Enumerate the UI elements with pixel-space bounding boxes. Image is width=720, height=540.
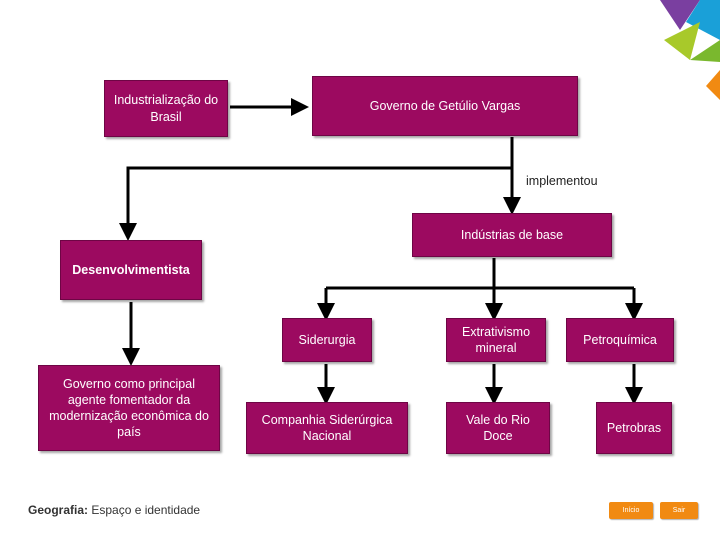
arrow-getulio-to-desenv [119,166,512,241]
footer-subject: Geografia: [28,503,89,517]
node-siderurgia: Siderurgia [282,318,372,362]
node-extrativismo: Extrativismo mineral [446,318,546,362]
node-csn: Companhia Siderúrgica Nacional [246,402,408,454]
footer-subtitle: Espaço e identidade [88,503,201,517]
node-vale: Vale do Rio Doce [446,402,550,454]
node-petrobras: Petrobras [596,402,672,454]
node-industrias-base: Indústrias de base [412,213,612,257]
node-petroquimica: Petroquímica [566,318,674,362]
footer-caption: Geografia: Espaço e identidade [28,503,200,517]
inicio-button[interactable]: Início [609,502,653,519]
node-industrializacao: Industrialização do Brasil [104,80,228,137]
sair-button[interactable]: Sair [660,502,698,519]
node-desenvolvimentista: Desenvolvimentista [60,240,202,300]
edge-label-implementou: implementou [526,174,598,188]
node-governo-agente: Governo como principal agente fomentador… [38,365,220,451]
node-getulio: Governo de Getúlio Vargas [312,76,578,136]
